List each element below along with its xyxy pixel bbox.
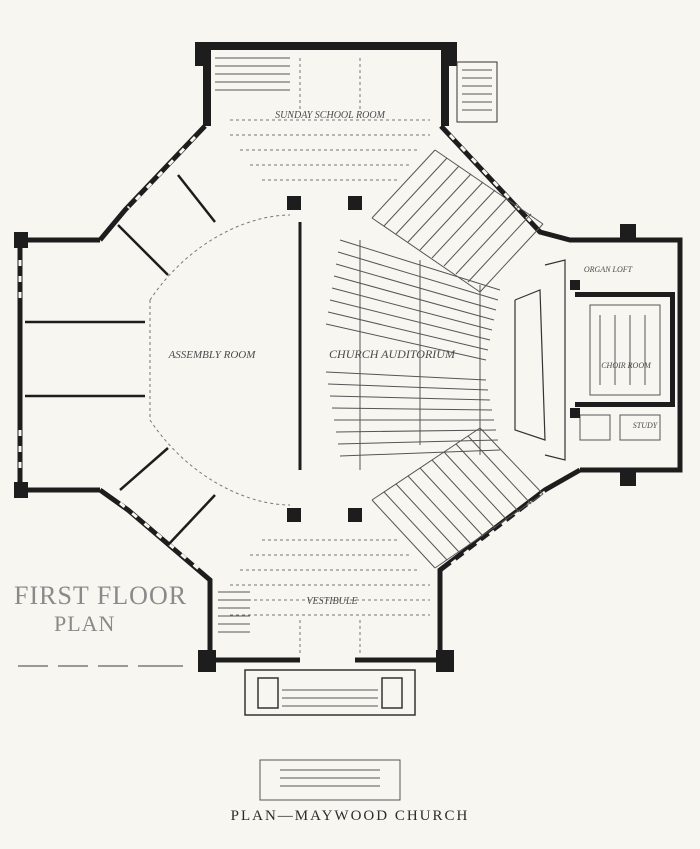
label-organ-loft: ORGAN LOFT bbox=[584, 265, 633, 274]
church-auditorium bbox=[325, 149, 566, 569]
scale-bar bbox=[18, 665, 183, 667]
vestibule bbox=[198, 508, 454, 672]
label-assembly-room: ASSEMBLY ROOM bbox=[168, 349, 257, 361]
floor-plan-title: FIRST FLOOR PLAN bbox=[14, 582, 214, 638]
label-choir-room: CHOIR ROOM bbox=[601, 361, 652, 370]
floor-title-line2: PLAN bbox=[54, 611, 116, 636]
label-study: STUDY bbox=[633, 421, 659, 430]
assembly-room bbox=[25, 174, 302, 546]
entry-steps bbox=[244, 669, 416, 801]
north-wing bbox=[195, 42, 498, 210]
label-church-auditorium: CHURCH AUDITORIUM bbox=[329, 347, 456, 361]
choir-area bbox=[570, 280, 675, 441]
floor-title-line1: FIRST FLOOR bbox=[14, 581, 188, 610]
label-sunday-school-room: SUNDAY SCHOOL ROOM bbox=[275, 110, 385, 121]
plan-caption: PLAN—MAYWOOD CHURCH bbox=[230, 808, 470, 824]
octagon-walls bbox=[17, 124, 683, 663]
label-vestibule: VESTIBULE bbox=[306, 596, 357, 607]
